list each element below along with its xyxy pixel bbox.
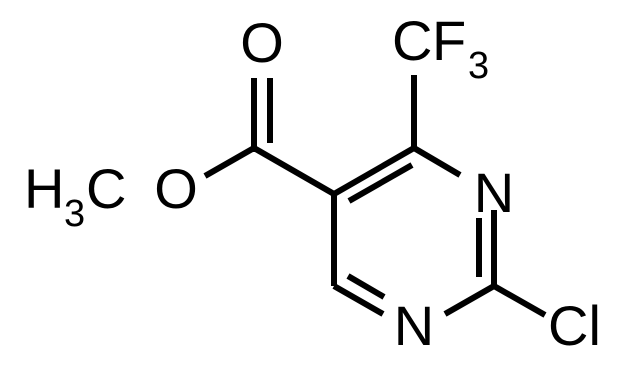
ring-bond-c5-c4-inner [347,162,414,204]
atom-labels: O O H 3 C C F 3 N N Cl [24,9,601,357]
ester-oxygen-label: O [154,157,198,220]
ring-bond-n1-c6-inner [346,273,386,300]
ring-to-chlorine-bond [492,283,547,318]
ring-bond-c5-c4 [332,145,416,197]
methyl-carbon-label: C [86,157,126,220]
chlorine-label: Cl [548,294,601,357]
ester-to-ring-bond [252,145,336,197]
cf3-fluorine-count: 3 [468,45,489,87]
methyl-hydrogen-label: H [24,157,64,220]
cf3-carbon-label: C [392,9,432,72]
methyl-hydrogen-count: 3 [64,193,85,235]
ring-bond-c4-n3 [412,145,462,178]
trifluoromethyl-group-label: C F 3 [392,9,489,87]
bonds [203,75,547,318]
cf3-fluorine-label: F [432,9,466,72]
methyl-group-label: H 3 C [24,157,126,235]
ring-nitrogen-bottom-label: N [394,294,434,357]
ring-bond-c2-n1 [443,283,496,317]
carbonyl-oxygen-label: O [240,11,284,74]
ester-carbon-oxygen-bond [203,145,256,179]
ring-bond-n1-c6 [332,283,385,317]
ring-nitrogen-top-label: N [474,161,514,224]
